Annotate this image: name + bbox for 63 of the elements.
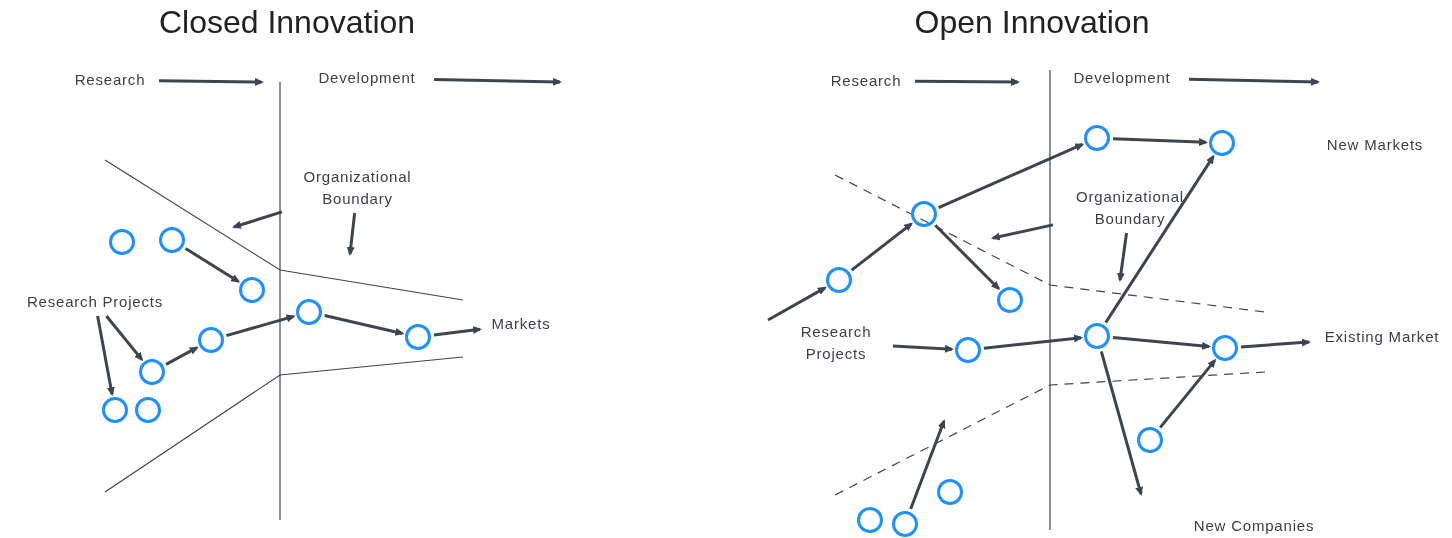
phase-label: Development <box>303 67 431 89</box>
project-circle <box>239 277 265 303</box>
phase-label: Research <box>820 70 912 92</box>
arrow <box>1240 338 1311 349</box>
arrow <box>433 326 482 337</box>
arrow <box>1112 137 1208 147</box>
project-circle <box>826 267 852 293</box>
project-circle <box>139 359 165 385</box>
arrow <box>96 315 115 397</box>
arrow <box>165 346 199 366</box>
pointer-arrow <box>346 212 357 256</box>
project-circle <box>911 201 937 227</box>
arrow <box>892 344 954 353</box>
project-circle <box>955 337 981 363</box>
arrow <box>184 247 241 283</box>
pointer-arrow <box>767 286 827 322</box>
project-circle <box>405 324 431 350</box>
project-circle <box>997 287 1023 313</box>
pointer-arrow <box>433 77 562 86</box>
arrow <box>938 143 1085 209</box>
project-circle <box>296 299 322 325</box>
pointer-arrow <box>158 77 264 86</box>
arrow <box>225 314 296 338</box>
pointer-arrow <box>909 419 946 510</box>
project-circle <box>135 397 161 423</box>
market-label: Markets <box>483 313 559 335</box>
arrow <box>1104 154 1215 324</box>
heading: Closed Innovation <box>157 4 417 41</box>
market-label: New Markets <box>1314 134 1436 156</box>
arrow <box>1112 336 1212 350</box>
project-circle <box>1209 130 1235 156</box>
pointer-arrow <box>232 210 283 229</box>
project-circle <box>1084 323 1110 349</box>
pointer-arrow <box>1117 232 1128 282</box>
callout-text: Research Projects <box>10 291 180 313</box>
project-circle <box>198 327 224 353</box>
arrow <box>934 224 1001 291</box>
project-circle <box>109 229 135 255</box>
heading: Open Innovation <box>913 4 1151 41</box>
project-circle <box>1212 335 1238 361</box>
project-circle <box>1137 427 1163 453</box>
arrow <box>850 222 913 272</box>
market-label: Existing Market <box>1312 326 1452 348</box>
project-circle <box>857 507 883 533</box>
market-label: New Companies <box>1178 515 1330 537</box>
project-circle <box>159 227 185 253</box>
pointer-arrow <box>915 77 1020 86</box>
arrow <box>983 334 1084 350</box>
arrow <box>1158 358 1217 429</box>
callout-text: Organizational Boundary <box>1056 186 1204 230</box>
pointer-arrow <box>991 223 1054 241</box>
callout-text: Organizational Boundary <box>285 166 430 210</box>
project-circle <box>937 479 963 505</box>
arrow <box>324 314 405 336</box>
phase-label: Research <box>64 69 156 91</box>
project-circle <box>892 511 918 537</box>
pointer-arrow <box>1188 77 1320 86</box>
arrow <box>105 315 144 362</box>
project-circle <box>102 397 128 423</box>
project-circle <box>1084 125 1110 151</box>
pointer-arrow <box>1099 351 1143 496</box>
phase-label: Development <box>1058 67 1186 89</box>
callout-text: Research Projects <box>782 321 890 365</box>
